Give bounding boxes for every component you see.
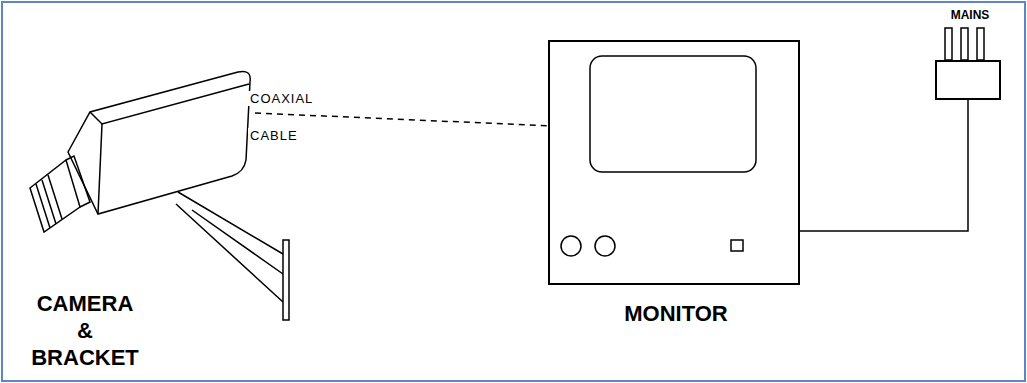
node-label: MAINS [927, 8, 1013, 22]
node-label: MONITOR [550, 300, 802, 327]
camera-drawing [30, 71, 289, 320]
monitor-details [561, 56, 756, 256]
node-label: CAMERA & BRACKET [10, 290, 160, 371]
cable-label: COAXIAL [248, 91, 315, 106]
mains-lead [800, 100, 968, 231]
camera-node: CAMERA & BRACKET [60, 68, 255, 218]
monitor-box: MONITOR [548, 40, 800, 285]
plug-pins [945, 28, 984, 60]
coaxial-cable [255, 113, 548, 126]
cable-label: CABLE [248, 128, 300, 143]
mains-plug: MAINS [935, 60, 1001, 100]
